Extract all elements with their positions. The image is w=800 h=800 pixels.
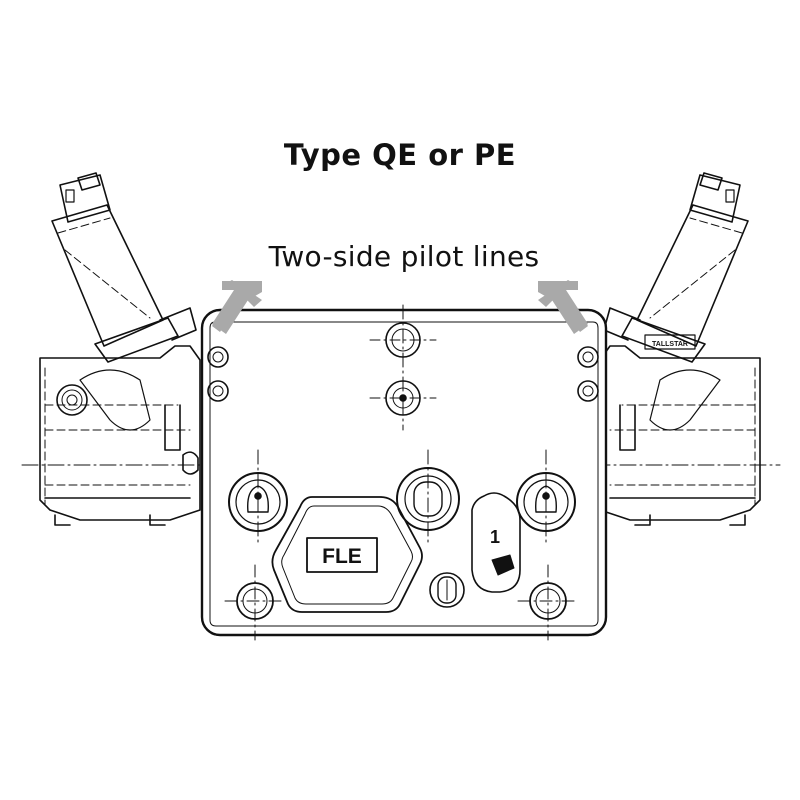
- pilot-lines-annotation: Two-side pilot lines: [268, 240, 540, 273]
- main-valve-body: [200, 304, 608, 641]
- solenoid-brand-text: TALLSTAR: [652, 341, 688, 348]
- right-arrow-body: [538, 281, 588, 334]
- right-solenoid-nameplate: [644, 334, 696, 350]
- port-number: 1: [490, 527, 500, 547]
- nameplate-label: FLE: [322, 545, 362, 568]
- left-arrow-body: [212, 281, 262, 334]
- left-pilot-actuator: [39, 172, 201, 526]
- diagram-title: Type QE or PE: [283, 138, 517, 172]
